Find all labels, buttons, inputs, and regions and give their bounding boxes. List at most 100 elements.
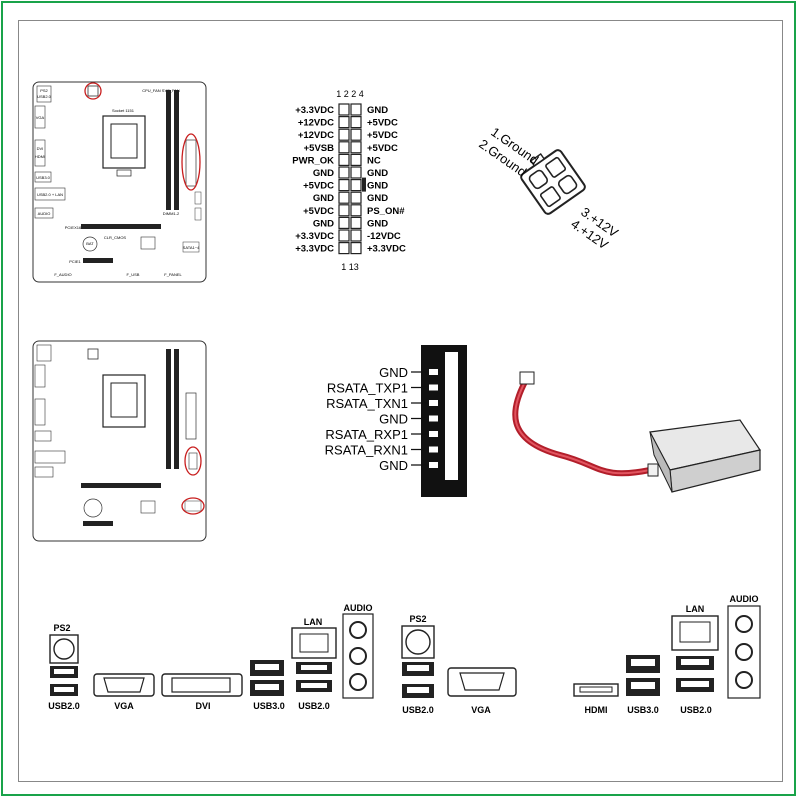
io-left-ps2-label: PS2 (53, 623, 70, 633)
atx24-pin-right (350, 153, 362, 166)
io-usb-lan-label: USB2.0 + LAN (37, 192, 63, 197)
atx24-pin-right (350, 141, 362, 154)
atx24-latch (362, 177, 366, 192)
sata-pin-contact (429, 400, 438, 406)
sata-pin-contact (429, 446, 438, 453)
sata-cable-drawing (512, 371, 761, 493)
atx24-pin-right (350, 115, 362, 129)
dimm-slot-2 (174, 90, 179, 210)
fan-header-label: CPU_FAN SYS_FAN (142, 88, 180, 93)
atx24-pin-left (338, 229, 350, 242)
io-right-lan-label: LAN (686, 604, 705, 614)
vga-port-icon (103, 677, 145, 693)
atx24-label-left: +5VSB (304, 143, 335, 154)
atx24-label-right: GND (367, 105, 388, 116)
atx24-pin-right (350, 242, 362, 255)
dimm-slot-1 (166, 90, 171, 210)
io-left-usb-label: USB2.0 (48, 701, 80, 711)
sata-label: SATA1~4 (183, 245, 200, 250)
atx24-label-left: +12VDC (298, 118, 334, 129)
io-right-usb-label: USB2.0 (402, 705, 434, 715)
io-left-usb2-label: USB2.0 (298, 701, 330, 711)
sata-pin-contact (429, 369, 438, 375)
dimm-label: DIMM1-2 (163, 211, 180, 216)
inner-frame (18, 20, 783, 782)
io-dvi-label: DVI (37, 146, 44, 151)
io-vga-label: VGA (36, 115, 45, 120)
rear-io-panel-right: PS2 USB2.0 VGA HDMI USB3.0 LAN USB2.0 AU… (401, 594, 761, 715)
atx24-pin-left (338, 103, 350, 116)
atx24-header-top: 1 2 2 4 (336, 89, 364, 99)
atx24-label-right: GND (367, 168, 388, 179)
atx24-label-right: +5VDC (367, 143, 398, 154)
f-audio-label: F_AUDIO (54, 272, 71, 277)
sata-pin-contact (429, 462, 438, 468)
atx24-label-right: NC (367, 155, 381, 166)
atx24-pin-right (350, 128, 362, 141)
dvi-port-icon (171, 677, 231, 693)
atx24-pin-left (338, 216, 350, 229)
atx24-label-left: +12VDC (298, 130, 334, 141)
atx24-label-right: -12VDC (367, 231, 401, 242)
atx24-label-left: +5VDC (303, 181, 334, 192)
sata-header-highlight-2 (181, 497, 205, 515)
io-left-vga-label: VGA (114, 701, 134, 711)
atx24-pin-left (338, 204, 350, 217)
io-left-dvi-label: DVI (195, 701, 210, 711)
atx24-pin-left (338, 179, 350, 192)
sata-pin-label: RSATA_RXP1 (325, 427, 408, 442)
sata-pin-label: RSATA_RXN1 (325, 443, 408, 458)
sata-header-highlight-1 (184, 446, 202, 476)
f-panel-label: F_PANEL (164, 272, 182, 277)
atx24-label-left: +5VDC (303, 206, 334, 217)
atx4-connector: 1.Ground 2.Ground 3.+12V 4.+12V (476, 124, 621, 252)
atx24-label-left: GND (313, 218, 334, 229)
pcie1-slot (83, 258, 113, 263)
atx24-label-left: +3.3VDC (295, 244, 334, 255)
io-audio-label: AUDIO (38, 211, 51, 216)
sata-pin-label: GND (379, 365, 408, 380)
f-usb-label: F_USB (127, 272, 140, 277)
atx24-header-bottom: 1 13 (341, 262, 359, 272)
atx24-label-right: PS_ON# (367, 206, 405, 217)
atx24-pin-left (338, 242, 350, 255)
io-right-hdmi-label: HDMI (585, 705, 608, 715)
atx24-pin-right (350, 229, 362, 242)
atx24-pin-left (338, 141, 350, 154)
atx24-pin-right (350, 216, 362, 229)
io-left-audio-label: AUDIO (344, 603, 373, 613)
io-left-lan-label: LAN (304, 617, 323, 627)
sata-pin-contact (429, 415, 438, 422)
atx24-label-left: GND (313, 168, 334, 179)
atx4-connector-highlight (84, 82, 102, 100)
atx24-label-left: +3.3VDC (295, 231, 334, 242)
io-hdmi-label: HDMI (35, 154, 45, 159)
rear-io-panel-left: PS2 USB2.0 VGA DVI USB3.0 LAN USB2.0 AUD… (48, 603, 374, 711)
atx24-pin-right (350, 204, 362, 217)
atx24-pin-left (338, 166, 350, 179)
io-right-ps2-label: PS2 (409, 614, 426, 624)
io-left-usb3-label: USB3.0 (253, 701, 285, 711)
atx24-label-right: +3.3VDC (367, 244, 406, 255)
battery-label: BAT (86, 241, 94, 246)
pcie16-label: PCIEX16 (65, 225, 82, 230)
io-right-usb3-label: USB3.0 (627, 705, 659, 715)
atx24-pin-right (350, 191, 362, 204)
sata-pin-label: RSATA_TXN1 (326, 396, 408, 411)
io-ps2-label: PS2 (40, 88, 48, 93)
atx24-pinout: 1 2 2 4 +3.3VDC GND +12VDC +5VDC +12VDC +5VDC… (292, 89, 406, 272)
sata-pinout: GNDRSATA_TXP1RSATA_TXN1GNDRSATA_RXP1RSAT… (325, 345, 467, 497)
io-usb-label: USB2.0 (37, 94, 52, 99)
socket-label: Socket 1151 (112, 108, 135, 113)
atx24-pin-left (338, 115, 350, 129)
atx24-label-right: +5VDC (367, 130, 398, 141)
sata-pin-label: RSATA_TXP1 (327, 381, 408, 396)
atx24-label-right: +5VDC (367, 118, 398, 129)
atx24-pin-right (350, 103, 362, 116)
sata-pin-contact (429, 431, 438, 437)
atx24-label-right: GND (367, 193, 388, 204)
cpu-socket (102, 115, 146, 169)
atx24-label-right: GND (367, 181, 388, 192)
motherboard-diagram-middle (32, 340, 207, 542)
